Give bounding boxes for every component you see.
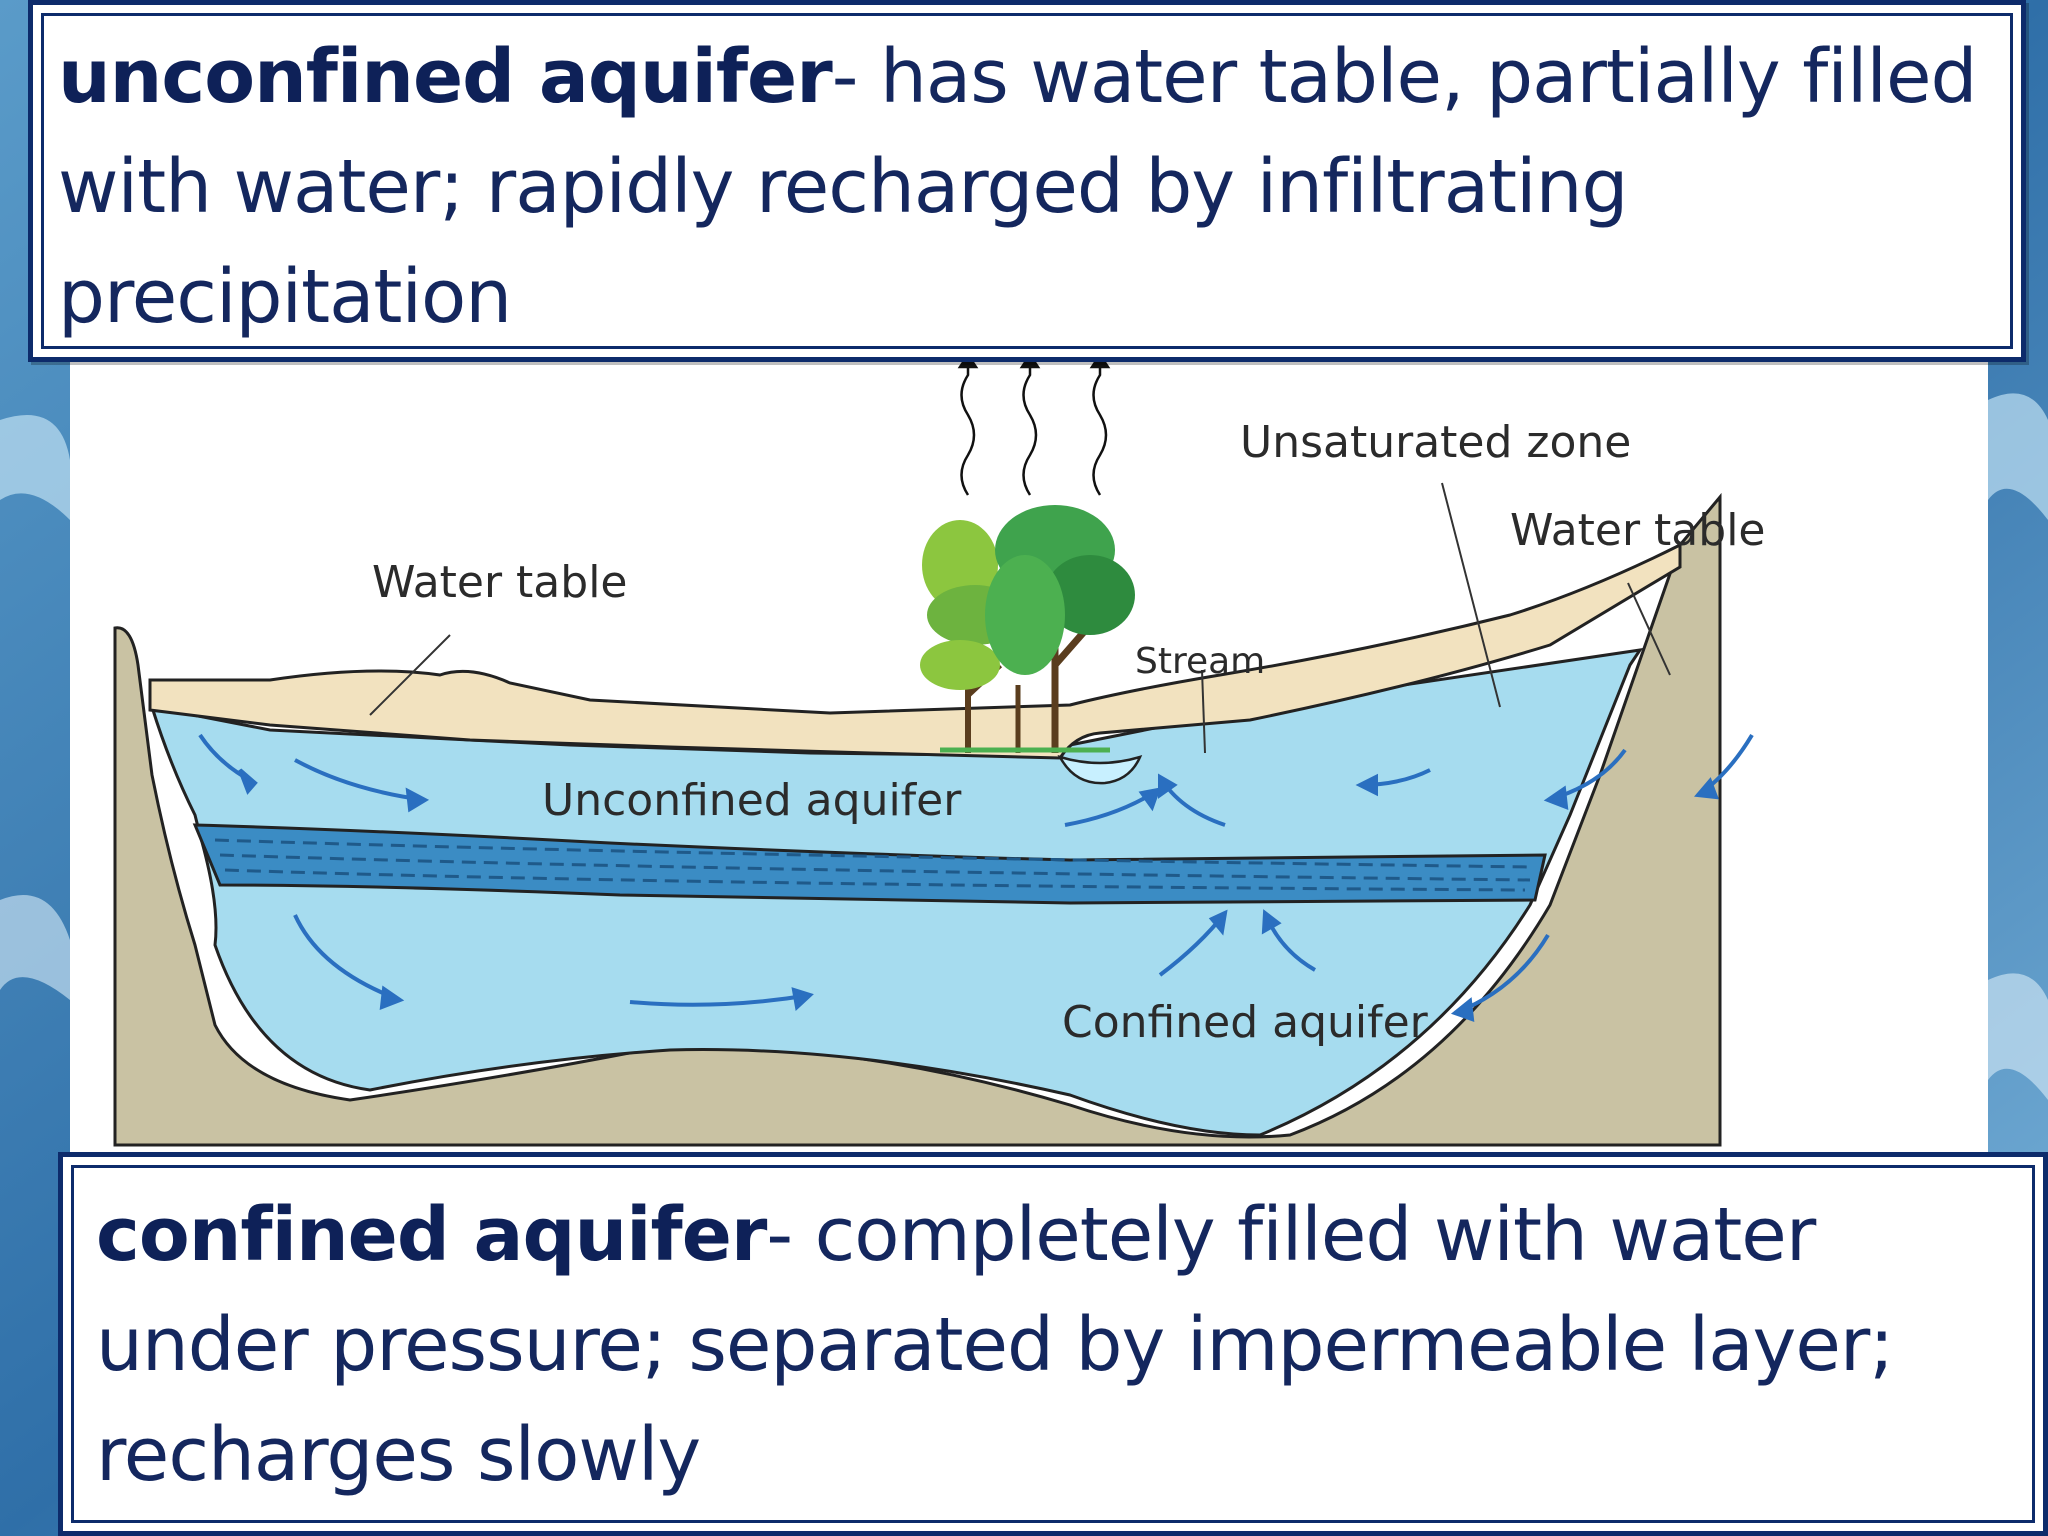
leader-lines: [369, 482, 1671, 754]
aquifer-cross-section: Unsaturated zone Water table Water table…: [113, 352, 1766, 1147]
impermeable-layer: [192, 823, 1547, 905]
label-water-table-right: Water table: [1510, 505, 1766, 556]
label-water-table-left: Water table: [372, 557, 628, 608]
label-unsaturated-zone: Unsaturated zone: [1240, 417, 1631, 468]
unconfined-aquifer-definition: unconfined aquifer- has water table, par…: [41, 13, 2013, 349]
tree-icon: [920, 505, 1135, 753]
label-confined-aquifer: Confined aquifer: [1062, 997, 1429, 1048]
unconfined-aquifer-description: - has water table, partially filled with…: [58, 34, 1977, 340]
unconfined-aquifer-term: unconfined aquifer: [58, 34, 833, 120]
label-unconfined-aquifer: Unconfined aquifer: [542, 775, 962, 826]
confined-aquifer-description: - completely filled with water under pre…: [96, 1192, 1894, 1498]
stream-water: [1057, 754, 1143, 785]
confined-aquifer-term: confined aquifer: [96, 1192, 767, 1278]
confined-aquifer-definition-box: confined aquifer- completely filled with…: [58, 1152, 2048, 1536]
impermeable-layer-dashes: [214, 838, 1531, 892]
evaporation-arrows: [957, 352, 1111, 496]
label-stream: Stream: [1135, 641, 1265, 682]
unconfined-aquifer-definition-box: unconfined aquifer- has water table, par…: [28, 0, 2026, 362]
unsaturated-zone-soil: [148, 542, 1682, 760]
confined-aquifer-definition: confined aquifer- completely filled with…: [71, 1165, 2035, 1523]
flow-arrows: [198, 733, 1754, 1022]
